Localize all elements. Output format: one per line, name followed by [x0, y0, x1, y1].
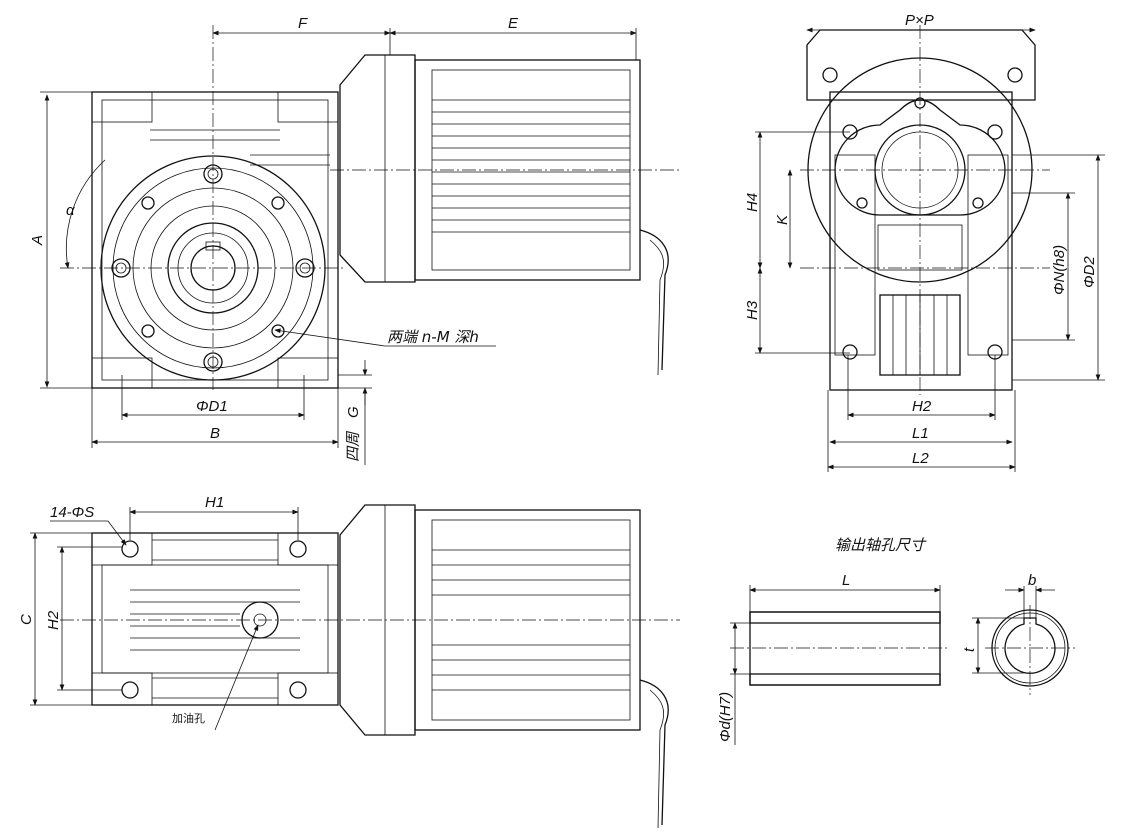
dim-K: K: [774, 214, 791, 225]
dim-b: b: [1028, 572, 1036, 589]
holes-label: 14-ΦS: [50, 504, 94, 521]
dim-N: ΦN(h8): [1051, 245, 1068, 295]
dim-H4: H4: [744, 193, 761, 212]
angle-alpha: α: [66, 202, 75, 219]
side-view: P×P H4 K H3 ΦN(h8) ΦD2 H2 L1 L2: [744, 12, 1105, 472]
bottom-view: H1 14-ΦS C H2 加油孔: [18, 494, 680, 829]
dim-E: E: [508, 15, 519, 32]
dim-L1: L1: [912, 425, 929, 442]
dim-B: B: [210, 425, 220, 442]
shaft-bore-title: 输出轴孔尺寸: [835, 536, 927, 554]
dim-F: F: [298, 15, 308, 32]
dim-H1: H1: [205, 494, 224, 511]
dim-D2: ΦD2: [1081, 256, 1098, 288]
motor: [330, 54, 680, 376]
dim-H3: H3: [744, 300, 761, 320]
front-view: F E A α ΦD1 B 四周 G 两端 n-M 深h: [29, 15, 680, 465]
dimensions-front: F E A α ΦD1 B 四周 G 两端 n-M 深h: [29, 15, 637, 465]
dim-L2: L2: [912, 450, 929, 467]
dim-PxP: P×P: [905, 12, 934, 29]
shaft-bore-view: 输出轴孔尺寸 L Φd(H7) b t: [717, 536, 1075, 745]
motor-bottom: [339, 504, 669, 829]
tapped-holes-label: 两端 n-M 深h: [387, 328, 479, 346]
around-label: 四周: [344, 430, 362, 462]
dimensions-bottom: H1 14-ΦS C H2 加油孔: [18, 494, 299, 731]
dim-L: L: [842, 572, 850, 589]
dim-G: G: [345, 406, 362, 418]
dim-d: Φd(H7): [717, 692, 734, 742]
dim-A: A: [29, 235, 46, 246]
dimensions-side: P×P H4 K H3 ΦN(h8) ΦD2 H2 L1 L2: [744, 12, 1105, 472]
output-flange: [60, 25, 345, 390]
dim-H2: H2: [912, 398, 932, 415]
oil-hole-label: 加油孔: [172, 711, 205, 725]
dim-C: C: [18, 614, 35, 625]
gearbox-body: [91, 91, 339, 389]
dim-H2: H2: [45, 610, 62, 630]
dim-D1: ΦD1: [196, 398, 228, 415]
dim-t: t: [961, 647, 978, 652]
